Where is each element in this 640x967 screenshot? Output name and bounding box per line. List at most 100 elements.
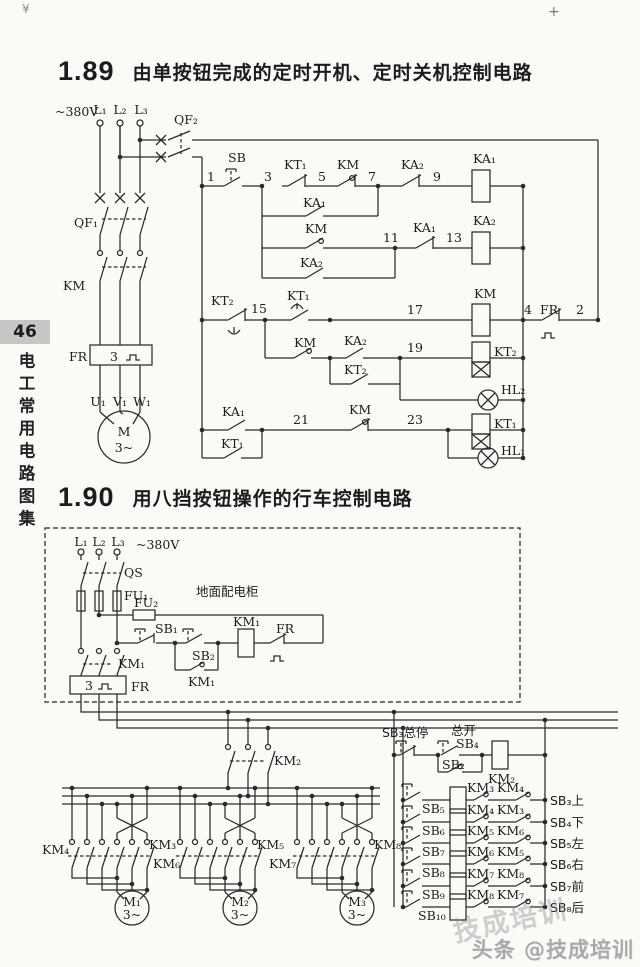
- row-button-label: SB₁₀: [418, 908, 446, 923]
- sb-button-label: SB: [228, 150, 246, 165]
- kt1-delay-label: KT₁: [287, 288, 310, 303]
- row-button-label: SB₅: [422, 801, 445, 816]
- section-number: 1.90: [58, 482, 115, 512]
- node-7: 7: [368, 169, 376, 184]
- crop-mark-icon: +: [548, 4, 560, 20]
- terminal-w1: W₁: [133, 394, 151, 409]
- motor-label: M: [118, 424, 131, 439]
- phase-l3-label: L₃: [134, 102, 147, 117]
- row-coil-label: KM₅: [467, 823, 494, 838]
- row-button-label: SB₉: [422, 887, 445, 902]
- fr-label: FR: [69, 349, 88, 364]
- direction-row-forward: SB₉ KM₇ KM₈ SB₇前: [400, 866, 584, 902]
- section-title: 用八挡按钮操作的行车控制电路: [132, 488, 413, 510]
- kt1-nc-label: KT₁: [284, 157, 307, 172]
- row-kt2-hold: KT₂: [329, 358, 401, 400]
- row-ka1-coil: 1 SB 3 KT₁ 5 KM 7 KA₂ 9 KA₁: [199, 150, 526, 203]
- direction-row-left: SB₇ KM₅ KM₆ SB₅左: [400, 823, 584, 859]
- terminal-u1: U₁: [90, 394, 106, 409]
- circuit-1-89: ~380V L₁ L₂ L₃ QF₂ QF₁ KM: [55, 102, 601, 469]
- row-kt1-coil: KA₁ 21 KM 23 KT₁: [199, 402, 526, 450]
- row-interlock-label: KM₃: [497, 802, 524, 817]
- section-1-89-header: 1.89 由单按钮完成的定时开机、定时关机控制电路: [58, 56, 533, 87]
- section-title: 由单按钮完成的定时开机、定时关机控制电路: [132, 62, 533, 84]
- master-stop-label: SB₃总停: [382, 725, 429, 740]
- fr-number: 3: [85, 678, 93, 693]
- row-hl1-lamp: HL₁: [447, 430, 526, 469]
- row-interlock-label: KM₇: [497, 887, 524, 902]
- row-terminal-label: SB₄下: [550, 815, 584, 830]
- node-13: 13: [446, 230, 462, 245]
- row-button-label: SB₈: [422, 865, 445, 880]
- cabinet-label: 地面配电柜: [196, 584, 259, 599]
- node-3: 3: [264, 169, 272, 184]
- qs-switch: QS: [80, 555, 143, 587]
- row-ka2-hold: KA₂: [262, 248, 396, 279]
- row-kt1-hold: KT₁: [202, 430, 263, 459]
- phase-l1-label: L₁: [74, 534, 87, 549]
- row-coil-label: KM₄: [467, 802, 494, 817]
- qf1-label: QF₁: [74, 215, 98, 230]
- row-terminal-label: SB₆右: [550, 857, 584, 872]
- motor-group-2: KM₆ KM₅ M₂ 3~: [153, 785, 284, 926]
- ka2-nc-label: KA₂: [401, 157, 424, 172]
- motor2-phase: 3~: [231, 907, 249, 922]
- km2-main: KM₂: [224, 712, 301, 807]
- node-9: 9: [433, 169, 441, 184]
- phase-l2-label: L₂: [92, 534, 105, 549]
- page-number-badge: 46: [0, 320, 50, 344]
- group3-left-label: KM₇: [269, 856, 296, 871]
- sb4-label: SB₄: [456, 736, 479, 751]
- qf2-label: QF₂: [174, 112, 198, 127]
- fr-nc-label: FR: [276, 621, 295, 636]
- corner-mark: ¥: [22, 2, 30, 16]
- ka2-coil-label: KA₂: [473, 213, 496, 228]
- master-control-row: SB₃总停 总开 SB₄ SB₂ KM₂: [382, 712, 548, 907]
- fu1-fuses: FU₁: [76, 586, 148, 649]
- km2-main-label: KM₂: [274, 753, 301, 768]
- ka1-no2-label: KA₁: [222, 404, 245, 419]
- row-coil-label: KM₃: [467, 780, 494, 795]
- sb2-label: SB₂: [192, 648, 215, 663]
- motor-phase-label: 3~: [115, 440, 133, 455]
- circuit-1-90: 地面配电柜 L₁ L₂ L₃ ~380V QS FU₁ FU₂ SB₁: [42, 527, 618, 926]
- phase-l3-label: L₃: [111, 534, 124, 549]
- row-ka1-hold: KA₁: [261, 186, 379, 278]
- kt1-coil-label: KT₁: [494, 416, 517, 431]
- node-17: 17: [407, 302, 423, 317]
- qs-label: QS: [124, 565, 143, 580]
- ka1-nc-label: KA₁: [413, 220, 436, 235]
- kt2-nc-label: KT₂: [211, 293, 234, 308]
- km1-hold-label: KM₁: [188, 674, 215, 689]
- ka2-no2-label: KA₂: [344, 333, 367, 348]
- phase-l2-label: L₂: [113, 102, 126, 117]
- direction-row-back: SB₁₀ KM₈ KM₇ SB₈后: [400, 887, 584, 923]
- hl1-label: HL₁: [501, 443, 525, 458]
- node-2: 2: [576, 302, 584, 317]
- fu1-label: FU₁: [124, 588, 148, 603]
- row-button-label: SB₇: [422, 844, 445, 859]
- group2-right-label: KM₅: [257, 837, 284, 852]
- kt2-no-label: KT₂: [344, 362, 367, 377]
- ka2-no-label: KA₂: [300, 255, 323, 270]
- row-interlock-label: KM₅: [497, 844, 524, 859]
- group1-right-label: KM₃: [149, 837, 176, 852]
- control-loop: FU₂ SB₁ SB₂ KM₁ FR KM₁: [96, 595, 324, 689]
- row-interlock-label: KM₄: [497, 780, 524, 795]
- km1-main: KM₁ 3 FR: [69, 647, 150, 695]
- section-1-90-header: 1.90 用八挡按钮操作的行车控制电路: [58, 482, 413, 513]
- sb2-hold-label: SB₂: [442, 757, 465, 772]
- node-15: 15: [251, 301, 267, 316]
- km-main-label: KM: [63, 278, 85, 293]
- km-no-label: KM: [305, 221, 327, 236]
- ka1-coil-label: KA₁: [473, 151, 496, 166]
- voltage-label: ~380V: [136, 537, 180, 552]
- group2-left-label: KM₆: [153, 856, 180, 871]
- direction-row-up: SB₅ KM₃ KM₄ SB₃上: [400, 780, 584, 816]
- row-km-coil: KT₂ 15 KT₁ 17 KM 4 FR 2: [199, 286, 601, 339]
- row-terminal-label: SB₇前: [550, 879, 584, 894]
- row-button-label: SB₆: [422, 823, 445, 838]
- motor-feeder-buses: [62, 787, 380, 805]
- hl2-label: HL₂: [501, 382, 525, 397]
- group3-right-label: KM₈: [374, 837, 401, 852]
